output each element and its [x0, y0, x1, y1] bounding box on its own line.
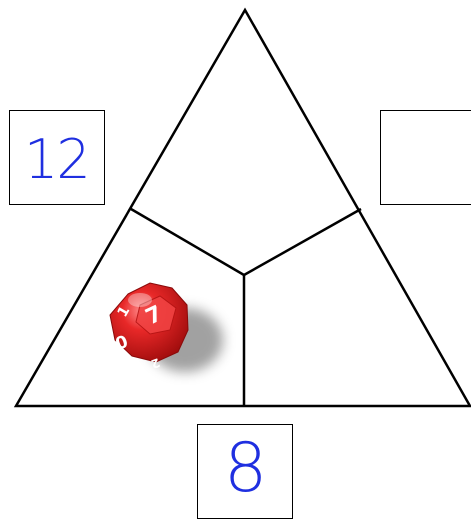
red-die-image: 7 1 0 2 [110, 283, 223, 372]
number-box-left[interactable]: 12 [9, 110, 105, 205]
number-box-bottom[interactable]: 8 [197, 424, 293, 519]
number-bottom-value: 8 [224, 435, 265, 503]
divider-left [131, 209, 244, 275]
number-box-right[interactable] [380, 110, 471, 205]
number-left-value: 12 [24, 133, 89, 187]
divider-right [244, 209, 361, 275]
